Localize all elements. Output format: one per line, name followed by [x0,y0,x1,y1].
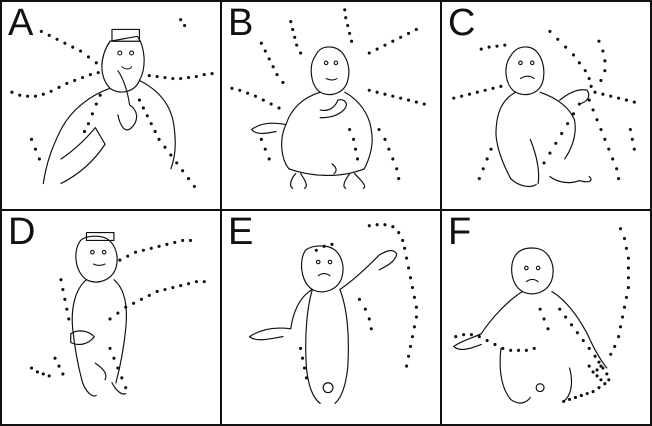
panel-c: C [440,0,652,211]
panel-f: F [440,209,652,426]
monkey-drawing-f [442,211,650,424]
trajectory-dots-d [30,239,206,389]
panel-d: D [0,209,222,426]
panel-label-e: E [228,213,253,251]
panel-label-d: D [8,213,35,251]
panel-label-f: F [448,213,471,251]
monkey-drawing-e [222,211,440,424]
trajectory-dots-c [452,30,636,180]
panel-label-c: C [448,4,475,42]
monkey-drawing-b [222,2,440,209]
panel-label-b: B [228,4,253,42]
panel-e: E [220,209,442,426]
trajectory-dots-a [10,18,213,188]
monkey-drawing-a [2,2,220,209]
panel-a: A [0,0,222,211]
panel-b: B [220,0,442,211]
trajectory-dots-f [454,227,630,403]
panel-label-a: A [8,4,33,42]
